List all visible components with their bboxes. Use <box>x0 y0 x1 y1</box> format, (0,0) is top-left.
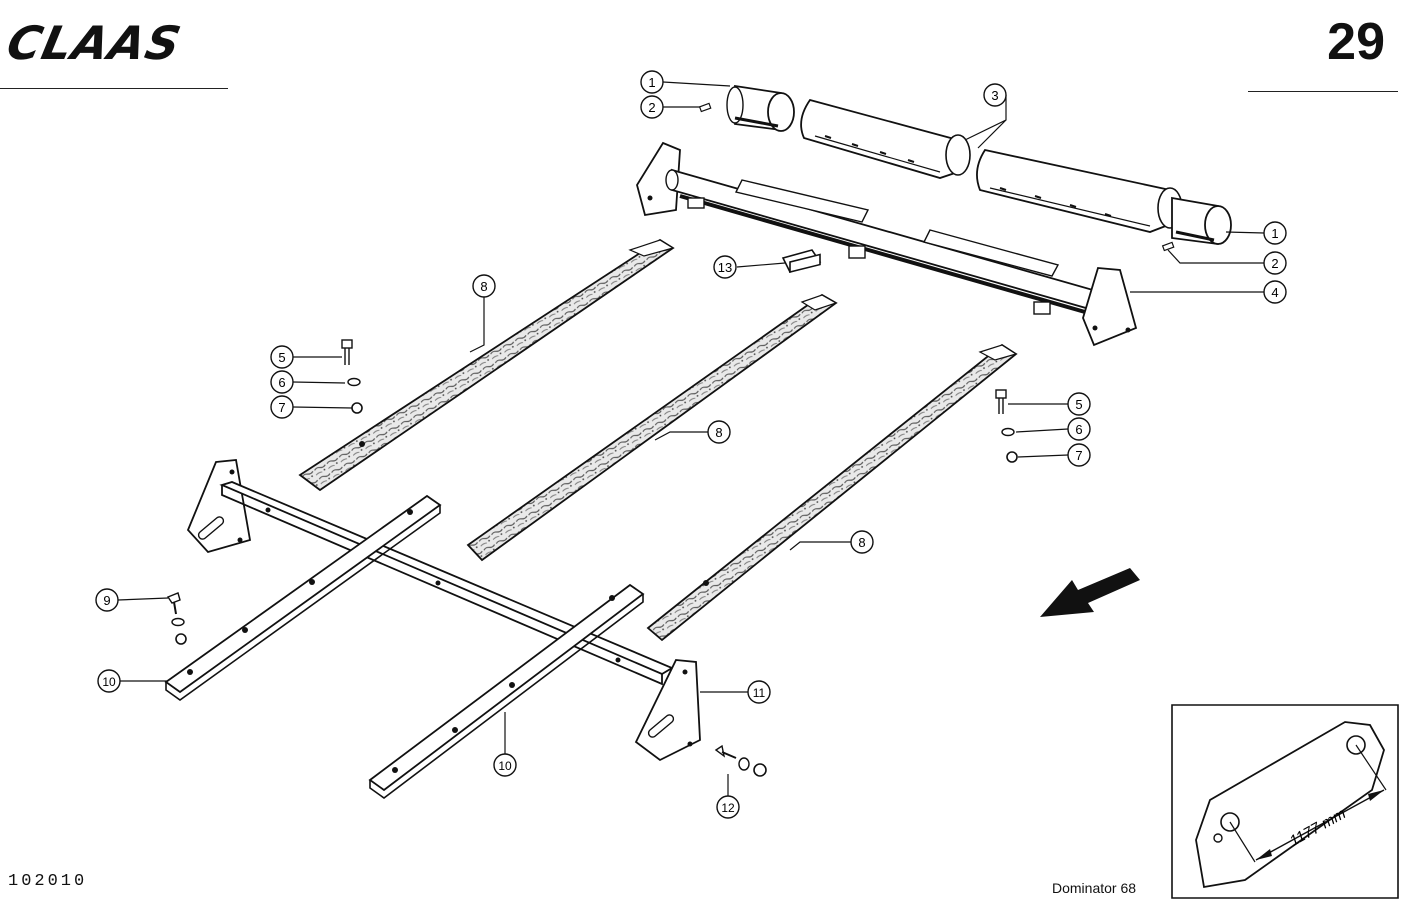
svg-text:1: 1 <box>1271 226 1278 241</box>
callout: 6 <box>1067 417 1091 441</box>
sleeve-right <box>1171 196 1232 245</box>
callout: 4 <box>1263 280 1287 304</box>
svg-text:11: 11 <box>753 686 766 700</box>
callout: 11 <box>747 680 771 704</box>
cross-tube-assembly <box>636 141 1138 347</box>
travel-direction-arrow <box>1040 568 1140 617</box>
block-13 <box>781 249 822 274</box>
svg-text:7: 7 <box>278 400 285 415</box>
document-code: 102010 <box>8 872 88 891</box>
flat-bar-right <box>368 583 645 799</box>
leader-lines <box>117 81 1265 796</box>
callout: 5 <box>1067 392 1091 416</box>
svg-text:8: 8 <box>715 425 722 440</box>
svg-text:12: 12 <box>721 801 735 815</box>
callout: 6 <box>270 370 294 394</box>
callout: 1 <box>640 70 664 94</box>
callout: 8 <box>707 420 731 444</box>
callout: 10 <box>97 669 121 693</box>
slat-middle <box>466 293 838 562</box>
svg-text:5: 5 <box>278 350 285 365</box>
svg-text:10: 10 <box>498 759 512 773</box>
detail-inset: 1177 mm <box>1171 704 1399 899</box>
header-rule-left <box>0 88 228 89</box>
callout: 3 <box>983 83 1007 107</box>
svg-text:8: 8 <box>480 279 487 294</box>
bracket-right <box>634 659 701 762</box>
svg-text:2: 2 <box>1271 256 1278 271</box>
callout: 8 <box>850 530 874 554</box>
callout: 13 <box>713 255 737 279</box>
callout: 5 <box>270 345 294 369</box>
callout: 12 <box>716 795 740 819</box>
bracket-left <box>186 459 252 554</box>
svg-text:9: 9 <box>103 593 110 608</box>
callout: 2 <box>640 95 664 119</box>
callout: 8 <box>472 274 496 298</box>
bolt-left <box>341 339 363 414</box>
callout: 10 <box>493 753 517 777</box>
callout: 7 <box>1067 443 1091 467</box>
svg-text:4: 4 <box>1271 285 1278 300</box>
callout: 7 <box>270 395 294 419</box>
svg-text:6: 6 <box>1075 422 1082 437</box>
svg-text:2: 2 <box>648 100 655 115</box>
svg-text:8: 8 <box>858 535 865 550</box>
svg-text:10: 10 <box>102 675 116 689</box>
slat-left <box>298 238 675 492</box>
svg-text:5: 5 <box>1075 397 1082 412</box>
bolt-right <box>995 389 1018 463</box>
pin-top-right <box>1161 241 1175 252</box>
page-number: 29 <box>1327 13 1385 71</box>
cover-tube-right <box>976 148 1183 233</box>
sleeve-left <box>726 84 795 132</box>
bolt-12 <box>714 744 767 777</box>
callout: 1 <box>1263 221 1287 245</box>
bolt-9 <box>166 592 187 645</box>
callout: 2 <box>1263 251 1287 275</box>
header-rule-right <box>1248 91 1398 92</box>
model-name: Dominator 68 <box>1052 880 1137 896</box>
callout: 9 <box>95 588 119 612</box>
svg-text:6: 6 <box>278 375 285 390</box>
pin-top-left <box>698 102 712 113</box>
svg-text:3: 3 <box>991 88 998 103</box>
cross-bar <box>219 481 674 686</box>
slat-right <box>646 343 1018 642</box>
svg-text:7: 7 <box>1075 448 1082 463</box>
flat-bar-left <box>164 494 442 701</box>
cover-tube-left <box>800 98 971 179</box>
svg-text:13: 13 <box>718 260 732 275</box>
svg-text:1: 1 <box>648 75 655 90</box>
